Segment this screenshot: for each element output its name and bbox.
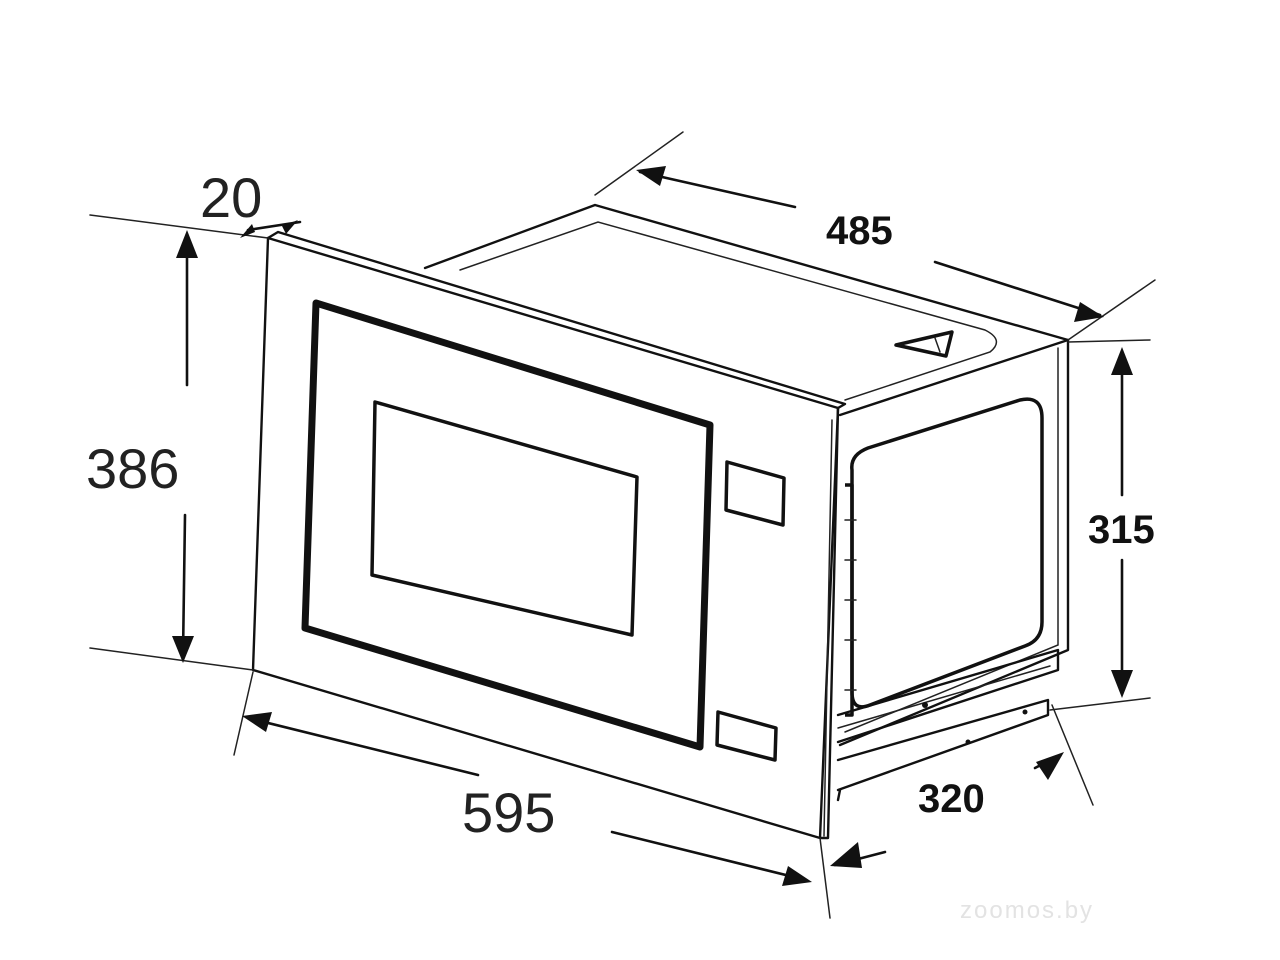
label-frame-depth: 20: [200, 166, 262, 229]
label-frame-width: 595: [462, 781, 555, 844]
dimension-frame-depth: [89, 214, 302, 239]
dimension-frame-width: [233, 671, 831, 919]
door-window-glass: [370, 400, 639, 637]
microwave-body: [423, 203, 1070, 802]
dimension-frame-height: [89, 230, 254, 671]
dimension-body-depth: [594, 131, 1156, 341]
door-window-outer: [301, 299, 714, 751]
label-body-width: 320: [918, 777, 985, 821]
watermark: zoomos.by: [960, 897, 1094, 924]
dimension-body-height: [1049, 339, 1151, 711]
label-body-height: 315: [1088, 508, 1155, 552]
label-body-depth: 485: [826, 209, 893, 253]
dimension-body-width: [830, 704, 1094, 868]
warning-triangle-icon: [894, 330, 954, 358]
label-frame-height: 386: [86, 437, 179, 500]
front-frame: [251, 230, 847, 840]
door-open-button: [715, 710, 778, 762]
display-panel: [724, 460, 786, 527]
